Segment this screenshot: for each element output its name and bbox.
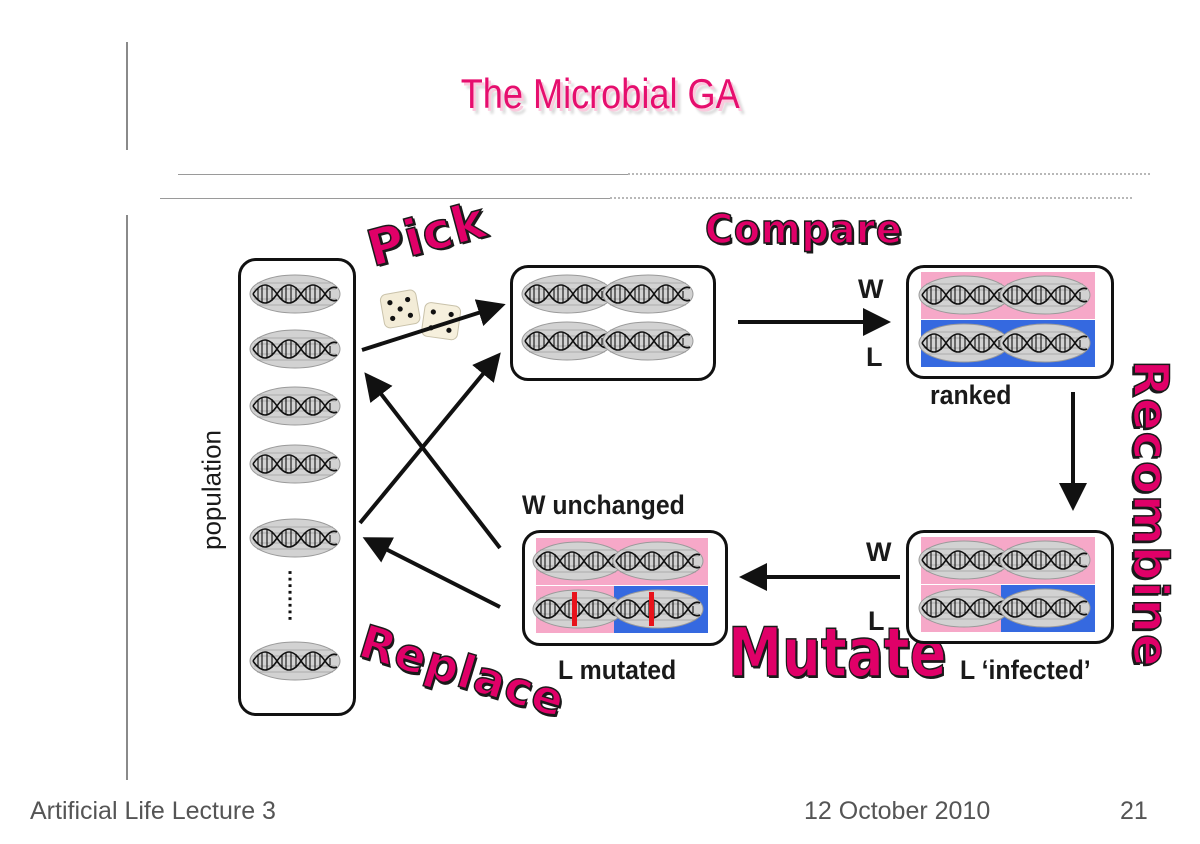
label-w-infected: W [866,537,892,567]
label-w-unchanged: W unchanged [522,490,685,520]
label-w-ranked: W [858,274,884,304]
arrow-replace [362,537,501,609]
top-rule-1-dotted [628,173,1150,175]
mutation-mark [572,592,577,626]
footer-course: Artificial Life Lecture 3 [30,797,276,825]
top-rule-1 [178,174,628,175]
label-l-infected: L [868,606,885,636]
step-compare: Compare [704,207,903,253]
top-rule-2 [160,198,610,199]
label-ranked: ranked [930,380,1012,410]
dice-icon [379,289,462,341]
mutation-mark [649,592,654,626]
arrow-return-to-pick [358,352,501,525]
footer-date: 12 October 2010 [804,797,991,825]
arrow-pick [361,299,506,352]
footer-page-number: 21 [1120,797,1148,825]
slide-title: The Microbial GA [460,70,740,117]
label-l-ranked: L [866,342,883,372]
left-rule-top [126,42,128,150]
label-l-infected-caption: L ‘infected’ [960,655,1091,685]
left-rule-bottom [126,215,128,780]
arrow-to-population [364,372,502,550]
top-rule-2-dotted [610,197,1132,199]
label-l-mutated: L mutated [558,655,677,685]
